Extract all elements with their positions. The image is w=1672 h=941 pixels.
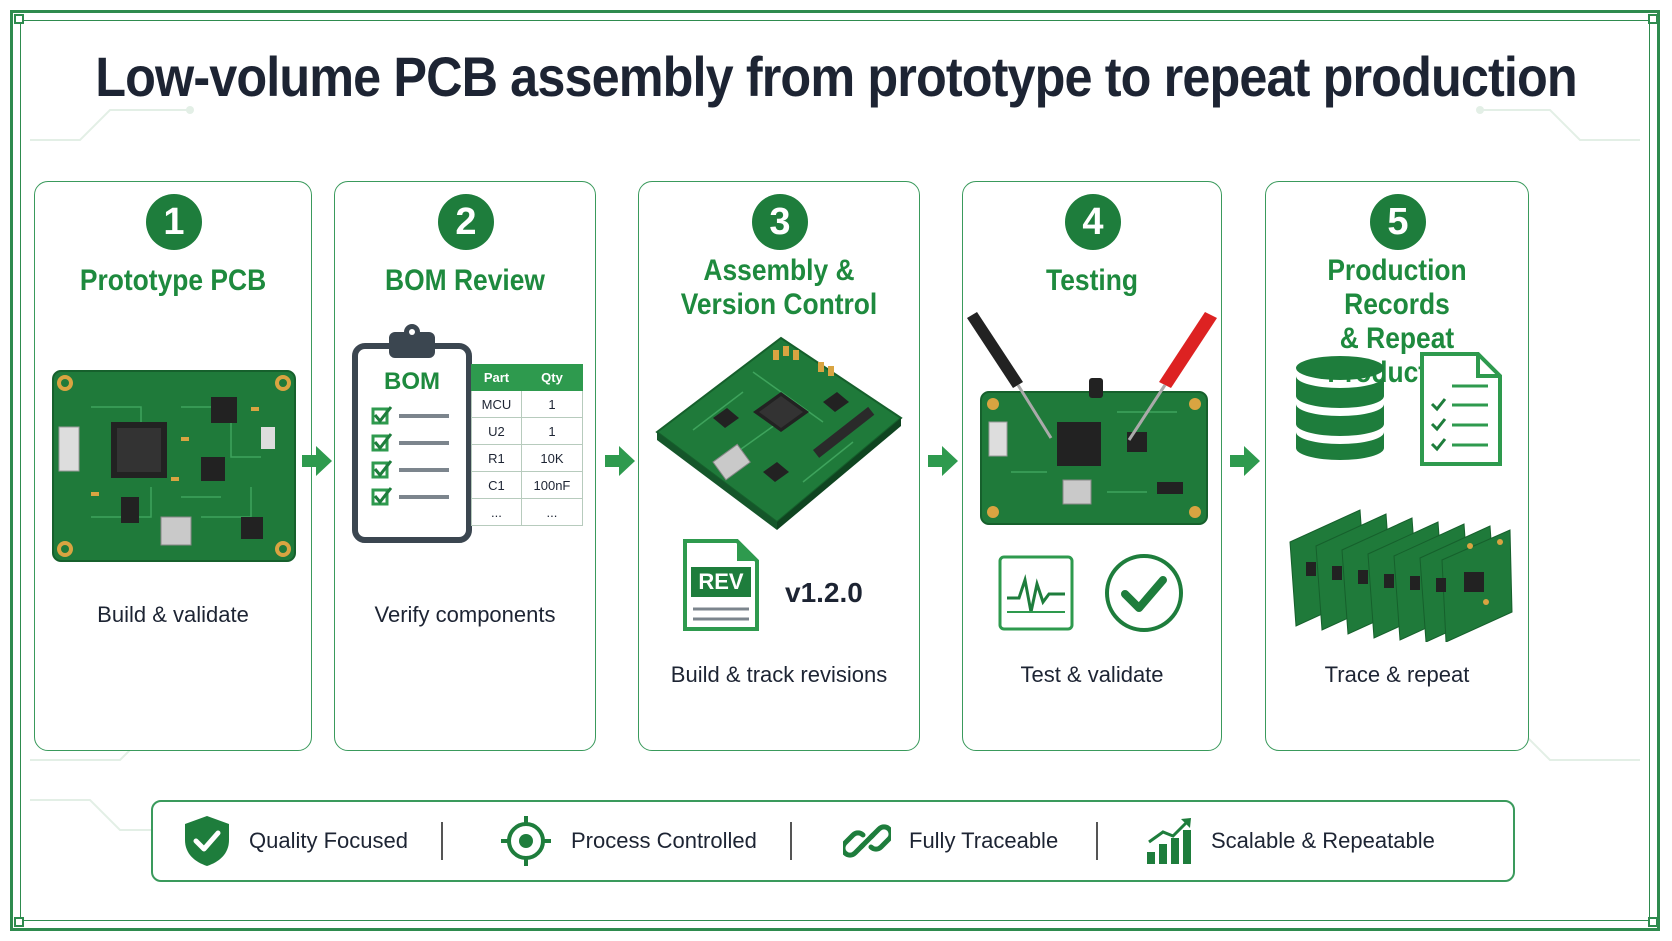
frame-corner	[1648, 917, 1658, 927]
check-circle-icon	[1105, 554, 1183, 632]
table-cell: R1	[471, 444, 522, 472]
table-cell: U2	[471, 417, 522, 445]
feature-fully-traceable: Fully Traceable	[843, 802, 1058, 880]
database-icon	[1296, 356, 1384, 460]
table-cell: MCU	[471, 390, 522, 418]
arrow-right-icon	[302, 446, 332, 476]
feature-label: Fully Traceable	[909, 828, 1059, 853]
column-header: Qty	[520, 364, 584, 391]
table-cell: 1	[520, 417, 584, 445]
table-cell: ...	[471, 498, 522, 526]
step-card-testing: 4 Testing Test & validate	[962, 181, 1222, 751]
waveform-icon	[998, 555, 1074, 631]
pcb-board-icon	[52, 370, 296, 562]
step-title: Assembly & Version Control	[680, 254, 878, 321]
clipboard-icon	[352, 324, 472, 543]
frame-corner	[1648, 14, 1658, 24]
version-number: v1.2.0	[785, 577, 863, 608]
divider	[1096, 822, 1098, 860]
bom-label: BOM	[384, 368, 440, 395]
feature-label: Quality Focused	[249, 828, 408, 853]
step-title: BOM Review	[385, 264, 545, 297]
checklist-document-icon	[1420, 352, 1502, 466]
frame-corner	[14, 917, 24, 927]
shield-check-icon	[185, 816, 229, 866]
step-number: 2	[438, 194, 494, 250]
test-probe-icon	[967, 312, 1217, 525]
page-title: Low-volume PCB assembly from prototype t…	[95, 45, 1577, 108]
feature-label: Scalable & Repeatable	[1211, 828, 1435, 853]
step-caption: Trace & repeat	[1324, 662, 1470, 687]
step-number: 1	[146, 194, 202, 250]
step-caption: Test & validate	[1020, 662, 1164, 687]
target-icon	[501, 816, 551, 866]
step-number: 4	[1065, 194, 1121, 250]
features-bar: Quality Focused Process Controlled Fully…	[151, 800, 1515, 882]
arrow-right-icon	[928, 446, 958, 476]
inner-frame	[20, 20, 1650, 921]
outer-frame	[10, 10, 1660, 931]
step-caption: Verify components	[374, 602, 556, 627]
step-title: Testing	[1046, 264, 1138, 297]
growth-chart-icon	[1147, 818, 1191, 864]
table-cell: ...	[520, 498, 584, 526]
table-header-row: Part Qty	[471, 364, 584, 391]
table-cell: 10K	[520, 444, 584, 472]
feature-label: Process Controlled	[571, 828, 757, 853]
step-caption: Build & track revisions	[670, 662, 888, 687]
step-card-assembly: 3 Assembly & Version Control REV v1.2.0 …	[638, 181, 920, 751]
step-caption: Build & validate	[97, 602, 249, 627]
link-icon	[843, 824, 891, 858]
assembled-board-icon	[655, 336, 903, 530]
feature-quality-focused: Quality Focused	[183, 802, 408, 880]
feature-scalable-repeatable: Scalable & Repeatable	[1145, 802, 1435, 880]
divider	[790, 822, 792, 860]
table-cell: 1	[520, 390, 584, 418]
step-card-prototype: 1 Prototype PCB Build & validate	[34, 181, 312, 751]
feature-process-controlled: Process Controlled	[499, 802, 757, 880]
table-cell: 100nF	[520, 471, 584, 499]
step-number: 3	[752, 194, 808, 250]
arrow-right-icon	[1230, 446, 1260, 476]
rev-label: REV	[698, 569, 744, 594]
step-number: 5	[1370, 194, 1426, 250]
step-title: Prototype PCB	[79, 264, 267, 297]
frame-corner	[14, 14, 24, 24]
step-card-production-records: 5 Production Records & Repeat Production	[1265, 181, 1529, 751]
divider	[441, 822, 443, 860]
revision-document-icon	[683, 539, 759, 631]
table-cell: C1	[471, 471, 522, 499]
column-header: Part	[471, 364, 522, 391]
table-row: ......	[471, 498, 584, 526]
arrow-right-icon	[605, 446, 635, 476]
stacked-boards-icon	[1289, 509, 1513, 642]
